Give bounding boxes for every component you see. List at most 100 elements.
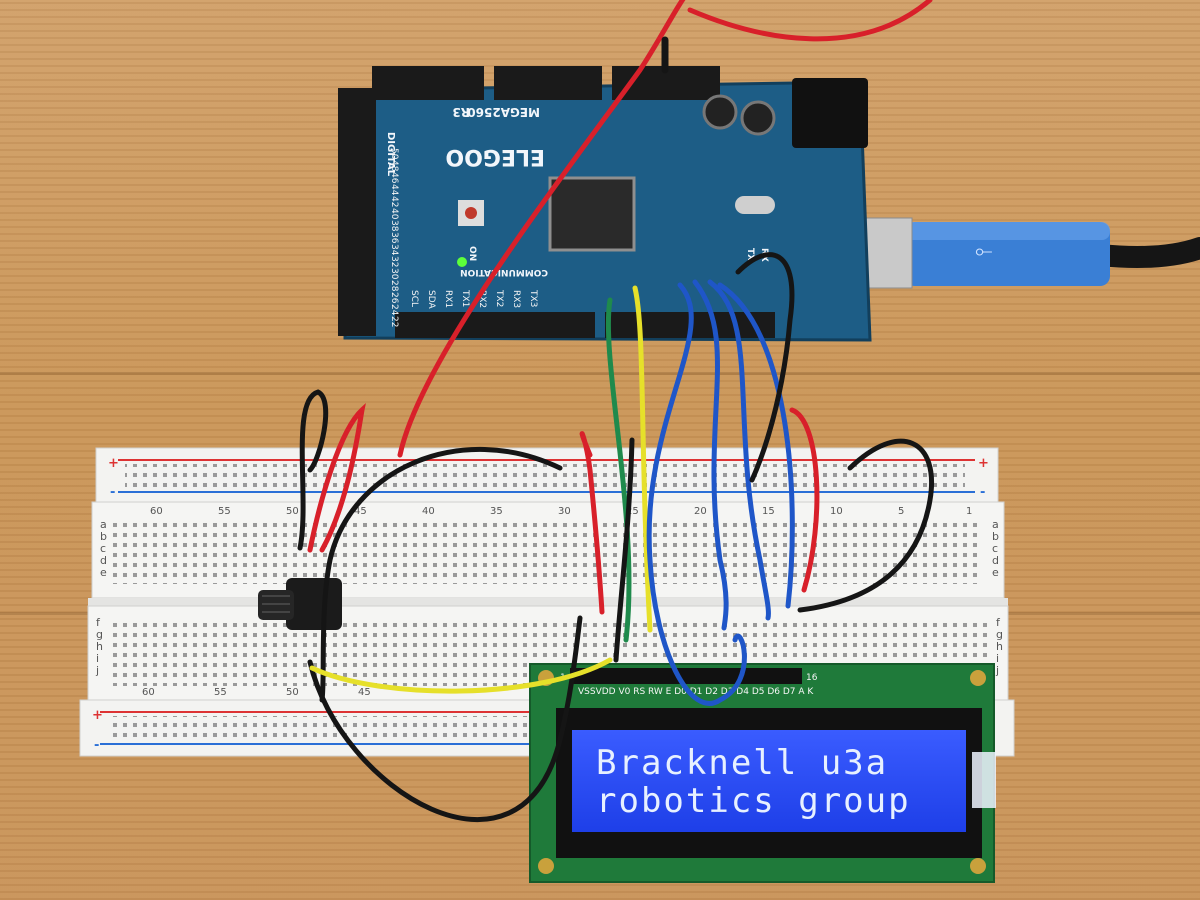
black-wire xyxy=(319,446,563,703)
rail-plus-label: + xyxy=(978,456,989,471)
column-number-label: 55 xyxy=(218,506,231,517)
red-wire xyxy=(579,431,605,615)
red-wire xyxy=(789,407,820,593)
row-letter-label: j xyxy=(995,664,999,677)
row-letter-label: h xyxy=(996,640,1003,653)
pin-number-label: 36 xyxy=(389,232,399,244)
black-wire xyxy=(613,437,635,663)
column-number-label: 60 xyxy=(150,506,163,517)
column-number-label: 30 xyxy=(558,506,571,517)
crystal xyxy=(735,196,775,214)
lcd-pin-labels: VSSVDD V0 RS RW E D0 D1 D2 D3 D4 D5 D6 D… xyxy=(578,687,814,697)
row-letter-label: c xyxy=(100,542,106,555)
comm-pin-label: RX2 xyxy=(477,290,487,308)
row-letter-label: h xyxy=(96,640,103,653)
microcontroller-chip xyxy=(548,176,636,252)
column-number-label: 40 xyxy=(422,506,435,517)
lcd-module: VSSVDD V0 RS RW E D0 D1 D2 D3 D4 D5 D6 D… xyxy=(529,663,996,883)
row-letter-label: i xyxy=(996,652,999,665)
column-number-label: 25 xyxy=(626,506,639,517)
pin-number-label: 24 xyxy=(389,304,399,316)
capacitor xyxy=(740,100,776,136)
pin-number-label: 40 xyxy=(389,208,399,220)
on-led-icon xyxy=(457,257,467,267)
green-wire xyxy=(605,297,632,643)
model-label: MEGA2560 xyxy=(467,105,540,119)
brand-label: ELEGOO xyxy=(445,144,545,169)
yellow-wire xyxy=(632,285,653,633)
pin-number-label: 26 xyxy=(389,292,399,304)
pin-number-label: 50 xyxy=(389,148,399,160)
column-number-label: 5 xyxy=(898,506,904,517)
blue-wire xyxy=(692,279,729,631)
pin-number-label: 34 xyxy=(389,244,399,256)
red-wire xyxy=(397,0,686,458)
row-letter-label: d xyxy=(992,554,999,567)
column-number-label: 45 xyxy=(354,506,367,517)
row-letter-label: i xyxy=(96,652,99,665)
row-letter-label: f xyxy=(96,616,101,629)
header-top-1 xyxy=(372,66,484,100)
comm-pin-label: SDA xyxy=(426,290,436,309)
digital-label: DIGITAL xyxy=(385,132,396,177)
column-number-label: 50 xyxy=(286,506,299,517)
lcd-line-2: robotics group xyxy=(596,781,911,821)
usb-symbol-icon: ⟜ xyxy=(975,239,993,264)
power-jack xyxy=(792,78,868,148)
revision-label: R3 xyxy=(452,105,470,119)
comm-pin-label: TX1 xyxy=(460,289,470,307)
column-number-label: 35 xyxy=(490,506,503,517)
pin-number-label: 46 xyxy=(389,172,399,184)
lcd-line-1: Bracknell u3a xyxy=(596,743,888,783)
header-top-2 xyxy=(494,66,602,100)
pin-number-label: 42 xyxy=(389,196,399,207)
row-letter-label: a xyxy=(100,518,107,531)
jumper-wires xyxy=(297,0,934,823)
comm-pin-label: RX1 xyxy=(443,290,453,308)
pin-number-label: 38 xyxy=(389,220,399,232)
lcd-header-pins xyxy=(570,668,802,684)
column-number-label: 55 xyxy=(214,687,227,698)
comm-pin-label: TX2 xyxy=(494,289,504,307)
pin-number-label: 44 xyxy=(389,184,399,196)
row-letter-label: g xyxy=(96,628,103,641)
row-letter-label: a xyxy=(992,518,999,531)
tx-label: TX xyxy=(745,248,755,261)
black-wire xyxy=(797,438,934,613)
pin-number-label: 30 xyxy=(389,268,399,280)
header-bottom-1 xyxy=(395,312,595,338)
black-wire xyxy=(735,252,795,483)
usb-cable: ⟜ xyxy=(811,217,1200,289)
comm-pin-label: SCL xyxy=(409,290,419,307)
red-wire xyxy=(307,403,366,553)
column-number-label: 1 xyxy=(966,506,972,517)
communication-label: COMMUNICATION xyxy=(460,267,548,277)
row-letter-label: b xyxy=(100,530,107,543)
blue-wire xyxy=(707,279,771,621)
row-letter-label: g xyxy=(996,628,1003,641)
row-letter-label: f xyxy=(996,616,1001,629)
lcd-backlight-edge xyxy=(972,752,996,808)
row-letter-label: e xyxy=(100,566,107,579)
row-letter-label: b xyxy=(992,530,999,543)
rail-minus-label: - xyxy=(110,485,115,500)
row-letter-label: e xyxy=(992,566,999,579)
blue-wire xyxy=(646,282,747,706)
column-number-label: 50 xyxy=(286,687,299,698)
header-left xyxy=(338,88,376,336)
lcd-pin-16-label: 16 xyxy=(806,673,818,683)
yellow-wire xyxy=(309,657,613,694)
column-number-label: 15 xyxy=(762,506,775,517)
row-letter-label: d xyxy=(100,554,107,567)
rail-minus-label: - xyxy=(980,485,985,500)
lcd-screen xyxy=(572,730,966,832)
pin-number-label: 48 xyxy=(389,160,399,172)
blue-wire xyxy=(717,282,795,609)
